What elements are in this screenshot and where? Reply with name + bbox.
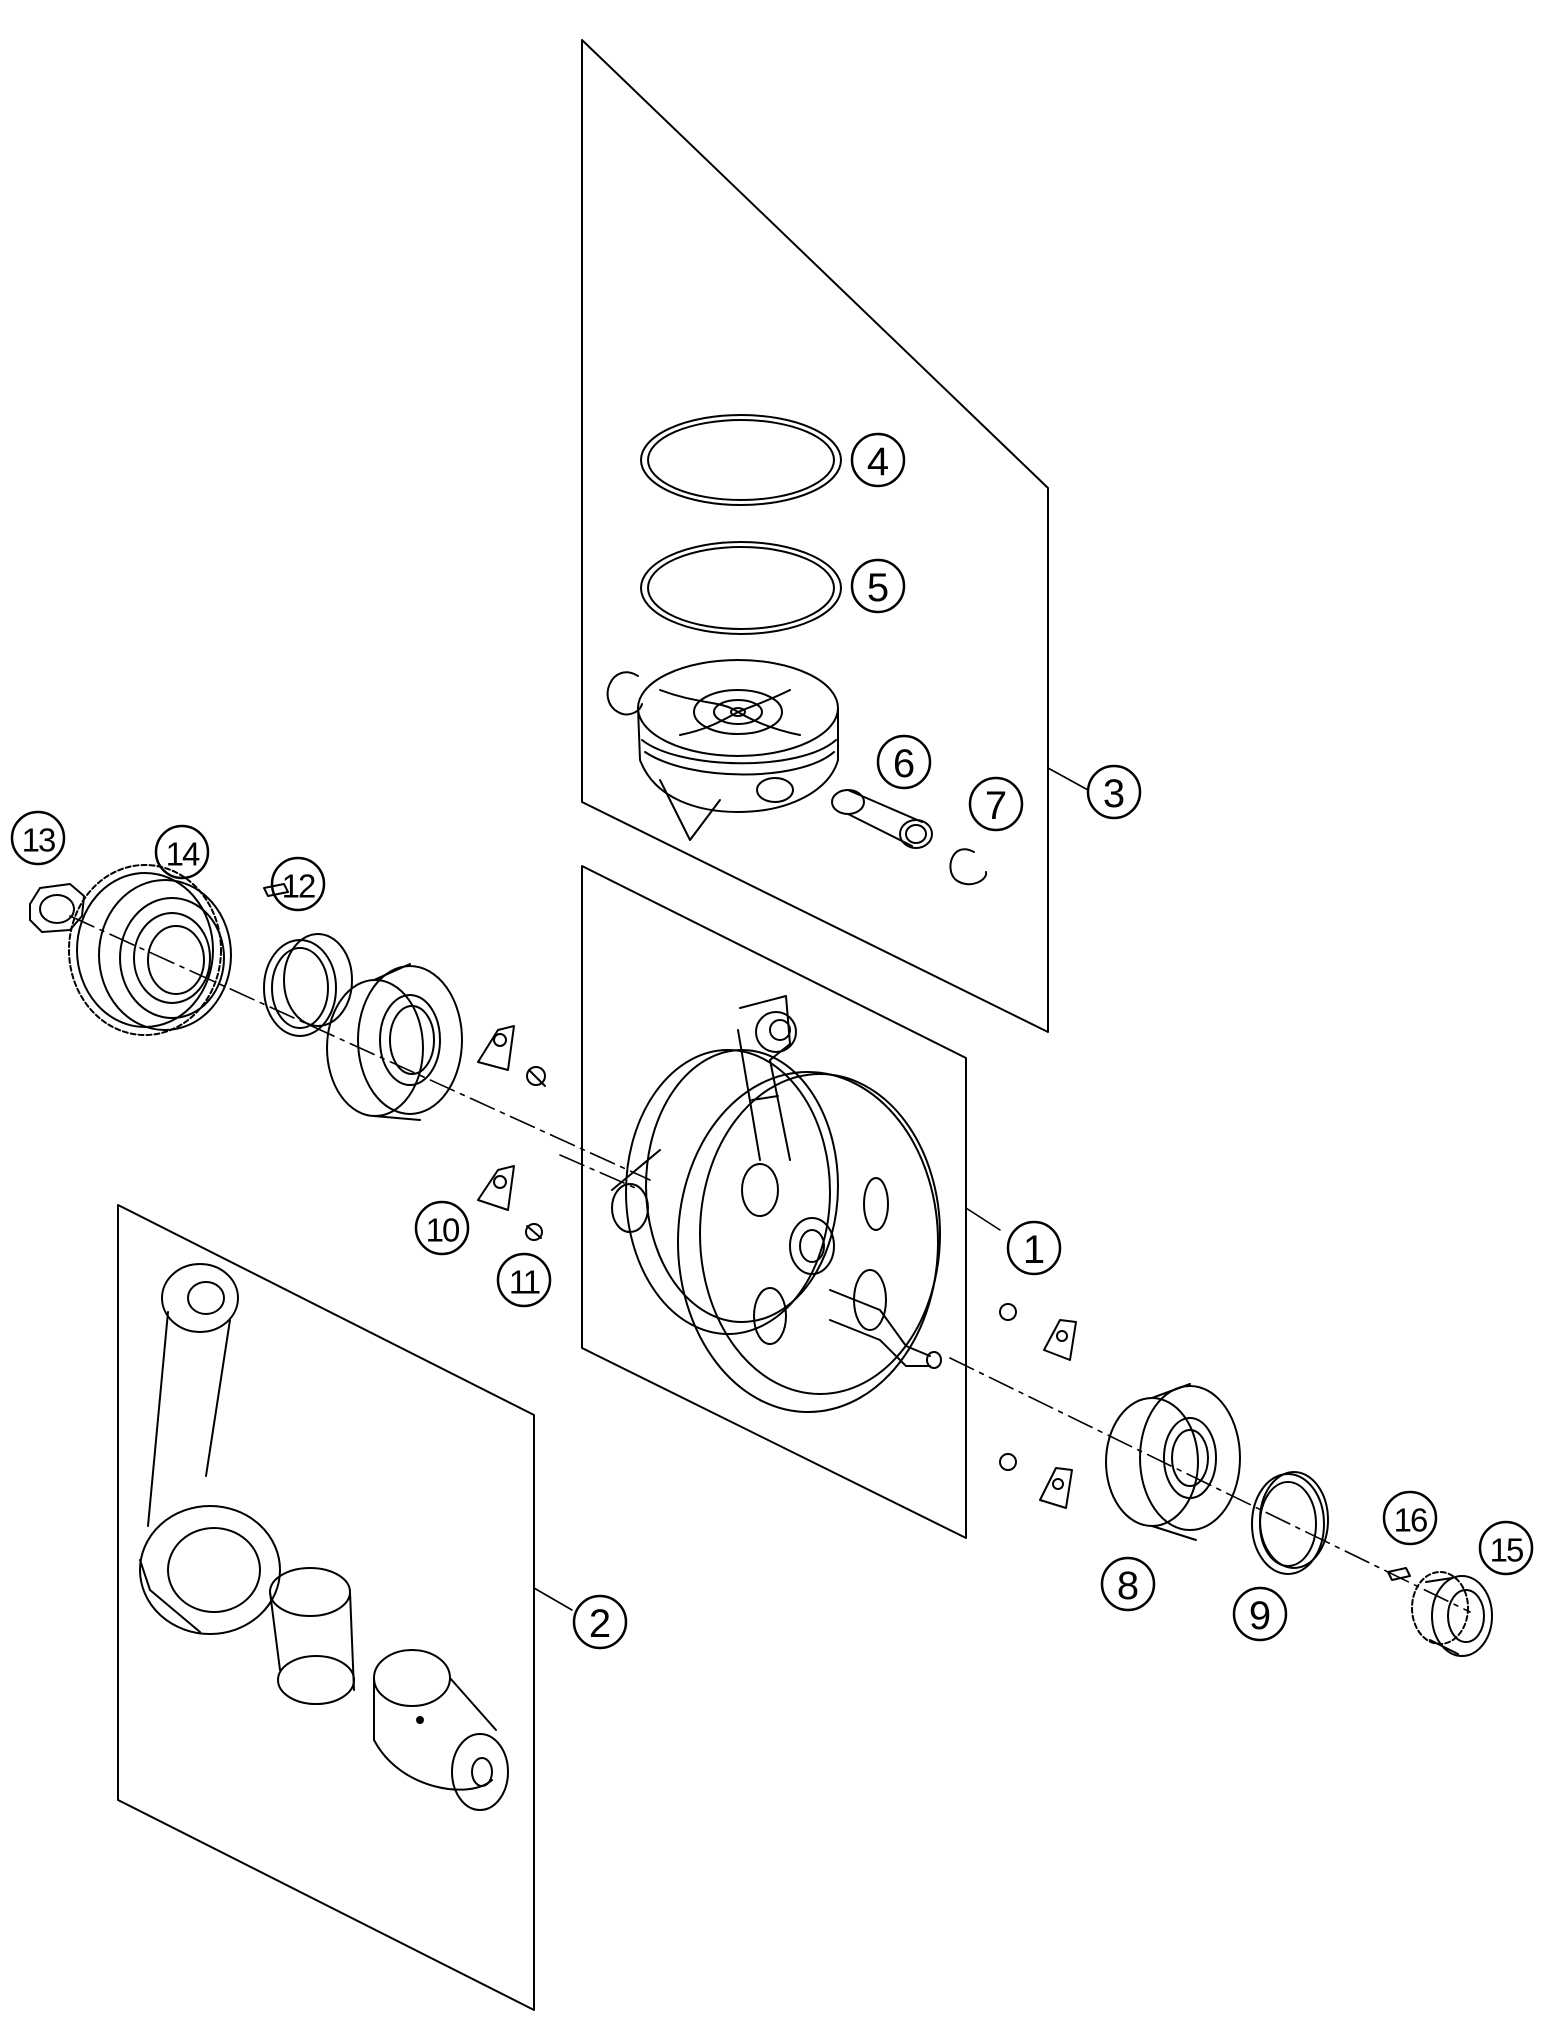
radial-shaft-seal: [263, 933, 353, 1037]
spacer-ring: [1251, 1471, 1329, 1575]
connecting-rod-on-crank: [737, 995, 797, 1161]
callout-11-label: 11: [509, 1264, 540, 1301]
callout-16: 16: [1382, 1490, 1438, 1546]
callout-12: 12: [270, 856, 326, 912]
callout-2-label: 2: [589, 1602, 611, 1646]
callout-11: 11: [496, 1252, 552, 1308]
callout-8-label: 8: [1117, 1564, 1139, 1608]
callout-1-label: 1: [1023, 1228, 1045, 1272]
callout-14-label: 14: [166, 836, 200, 873]
woodruff-key-right: [1387, 1567, 1411, 1581]
bearing-retainer-upper: [477, 1025, 546, 1087]
crankshaft-group-panel: [581, 865, 967, 1539]
piston-group-panel: [581, 39, 1049, 1033]
primary-gear: [1411, 1571, 1493, 1657]
callout-16-label: 16: [1394, 1502, 1427, 1539]
callout-6-label: 6: [893, 742, 915, 786]
callout-4: 4: [850, 432, 906, 488]
center-axis-lines: [69, 915, 1471, 1613]
callout-15: 15: [1478, 1520, 1534, 1576]
conrod-group-panel: [117, 1204, 535, 2011]
callout-12-label: 12: [282, 868, 315, 905]
callout-4-label: 4: [867, 440, 889, 484]
crank-nut: [29, 883, 85, 933]
piston-circlip-right: [949, 848, 988, 886]
bearing-retainer-lower: [477, 1165, 543, 1241]
callout-7-label: 7: [985, 784, 1007, 828]
callout-8: 8: [1100, 1556, 1156, 1612]
woodruff-key-left: [263, 883, 289, 897]
compression-ring: [640, 414, 842, 506]
piston: [637, 659, 839, 841]
callout-6: 6: [876, 734, 932, 790]
oil-ring: [640, 541, 842, 635]
callout-15-label: 15: [1490, 1532, 1523, 1569]
connecting-rod: [139, 1263, 281, 1635]
piston-pin: [831, 789, 933, 849]
callout-10: 10: [414, 1200, 470, 1256]
callout-13: 13: [10, 810, 66, 866]
timing-gear: [68, 864, 232, 1036]
callout-13-label: 13: [22, 822, 55, 859]
callout-3: 3: [1086, 764, 1142, 820]
callout-2: 2: [572, 1594, 628, 1650]
main-bearing-left: [326, 963, 463, 1121]
callout-5: 5: [850, 558, 906, 614]
main-bearing-right: [1105, 1383, 1241, 1541]
crankshaft: [611, 1049, 942, 1413]
rod-bearing-sleeve: [269, 1567, 355, 1705]
callout-7: 7: [968, 776, 1024, 832]
callout-9-label: 9: [1249, 1594, 1271, 1638]
callout-1: 1: [1006, 1220, 1062, 1276]
crank-pin: [373, 1649, 509, 1811]
callout-3-label: 3: [1103, 772, 1125, 816]
callout-10-label: 10: [426, 1212, 460, 1249]
piston-circlip-left: [606, 671, 643, 716]
callout-5-label: 5: [867, 566, 889, 610]
crank-bearing-retainer-right-upper: [999, 1303, 1077, 1361]
leader-lines: [533, 767, 1089, 1611]
crank-bearing-retainer-right-lower: [999, 1453, 1073, 1509]
callout-14: 14: [154, 824, 210, 880]
callout-9: 9: [1232, 1586, 1288, 1642]
